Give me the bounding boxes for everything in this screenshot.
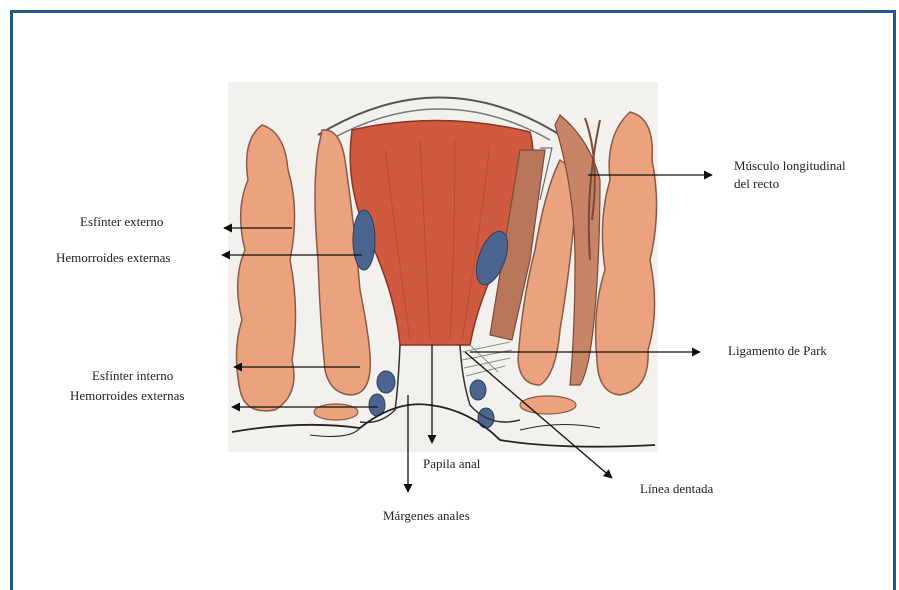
label-linea-dentada: Línea dentada (640, 481, 713, 496)
label-esfinter-interno: Esfínter interno (92, 368, 173, 383)
label-ligamento-park: Ligamento de Park (728, 343, 827, 358)
label-esfinter-externo: Esfínter externo (80, 214, 163, 229)
label-hemorroides-externas-top: Hemorroides externas (56, 250, 170, 265)
label-papila-anal: Papila anal (423, 456, 481, 471)
label-margenes-anales: Márgenes anales (383, 508, 470, 523)
anorectal-anatomy-diagram: Esfínter externo Hemorroides externas Es… (0, 0, 899, 578)
label-musculo-line2: del recto (734, 176, 779, 191)
external-hemorrhoid-1 (377, 371, 395, 393)
label-hemorroides-externas-bottom: Hemorroides externas (70, 388, 184, 403)
external-hemorrhoid-3 (470, 380, 486, 400)
internal-hemorrhoid-left (353, 210, 375, 270)
label-musculo-line1: Músculo longitudinal (734, 158, 846, 173)
subcutaneous-sphincter-right (520, 396, 576, 414)
